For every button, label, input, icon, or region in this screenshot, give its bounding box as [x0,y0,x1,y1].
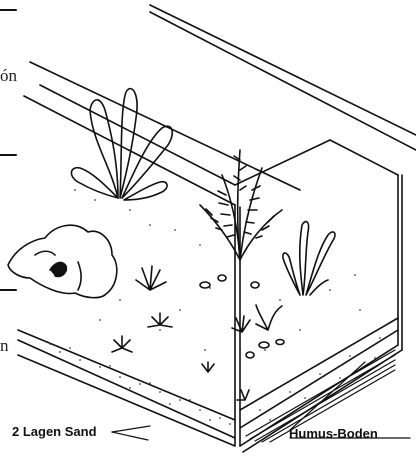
plant-feathery [200,150,282,260]
edge-text-fragment: n [0,336,9,356]
pebbles [200,275,284,358]
rock [8,225,117,298]
edge-text-fragment: ón [0,66,17,86]
plant-grass [283,221,335,295]
label-humus-soil: Humus-Boden [289,426,378,441]
page-margin-marks [0,10,16,290]
label-sand-layers: 2 Lagen Sand [12,424,97,439]
